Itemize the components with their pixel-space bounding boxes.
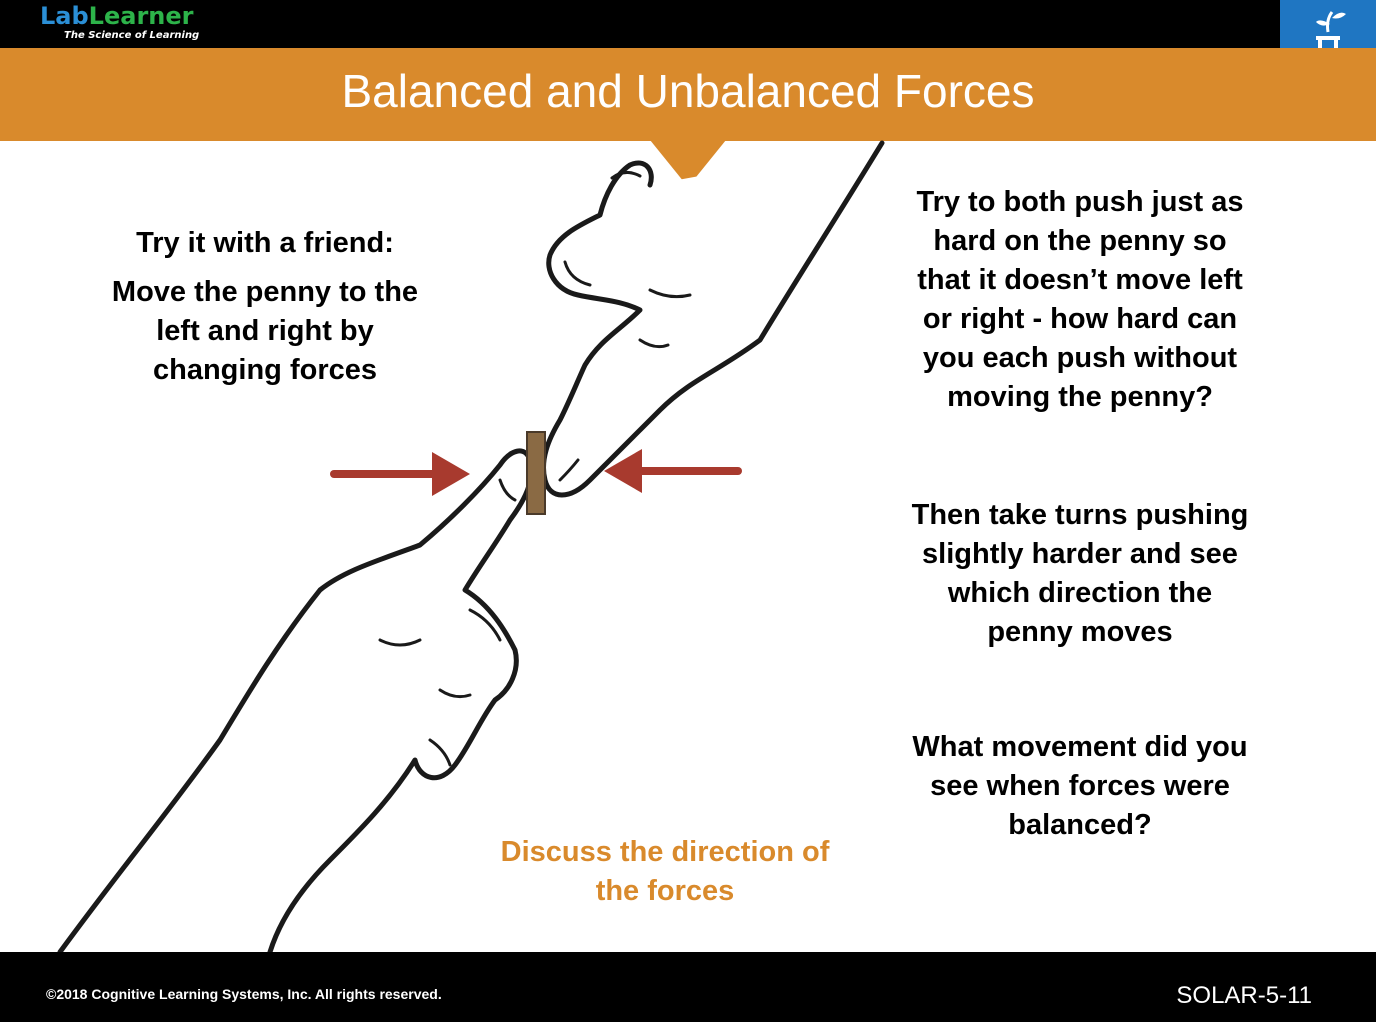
- logo-tagline: The Science of Learning: [64, 30, 200, 41]
- right-block-2-line: Then take turns pushing: [911, 499, 1249, 531]
- copyright-notice: ©2018 Cognitive Learning Systems, Inc. A…: [46, 986, 442, 1002]
- right-block-3-line: balanced?: [1008, 809, 1152, 841]
- hand-icon: [57, 448, 534, 955]
- right-block-3-line: What movement did you: [912, 731, 1248, 763]
- left-heading-text: Try it with a friend:: [136, 227, 394, 259]
- right-block-2-line: penny moves: [987, 616, 1173, 648]
- lablearner-logo: LabLearner The Science of Learning: [40, 2, 199, 41]
- left-body: Move the penny to the left and right by …: [70, 273, 460, 390]
- right-block-2: Then take turns pushing slightly harder …: [870, 496, 1290, 652]
- discussion-callout: Discuss the direction of the forces: [460, 833, 870, 911]
- logo-lab-text: Lab: [40, 2, 89, 30]
- arrow-left-icon: [604, 449, 742, 493]
- penny-icon: [526, 431, 546, 515]
- title-bar: [0, 48, 1376, 141]
- top-bar: [0, 0, 1376, 48]
- right-block-2-line: slightly harder and see: [922, 538, 1238, 570]
- right-block-3: What movement did you see when forces we…: [870, 728, 1290, 845]
- right-block-1: Try to both push just as hard on the pen…: [870, 183, 1290, 417]
- callout-line: Discuss the direction of: [500, 836, 830, 868]
- left-heading: Try it with a friend:: [70, 224, 460, 263]
- hand-icon: [540, 140, 885, 498]
- right-block-1-line: you each push without: [922, 342, 1238, 374]
- left-body-line: left and right by: [156, 315, 374, 347]
- slide-code: SOLAR-5-11: [1176, 982, 1312, 1009]
- right-block-1-line: that it doesn’t move left: [917, 264, 1243, 296]
- right-block-3-line: see when forces were: [930, 770, 1230, 802]
- left-body-line: changing forces: [153, 354, 377, 386]
- right-block-1-line: Try to both push just as: [916, 186, 1244, 218]
- logo-learner-text: Learner: [88, 2, 194, 30]
- right-block-1-line: moving the penny?: [947, 381, 1213, 413]
- right-block-2-line: which direction the: [947, 577, 1213, 609]
- right-block-1-line: or right - how hard can: [922, 303, 1238, 335]
- right-block-1-line: hard on the penny so: [933, 225, 1227, 257]
- arrow-right-icon: [330, 452, 470, 496]
- left-body-line: Move the penny to the: [111, 276, 419, 308]
- callout-line: the forces: [595, 875, 735, 907]
- page-title: Balanced and Unbalanced Forces: [341, 65, 1035, 117]
- bottom-bar: [0, 952, 1376, 1022]
